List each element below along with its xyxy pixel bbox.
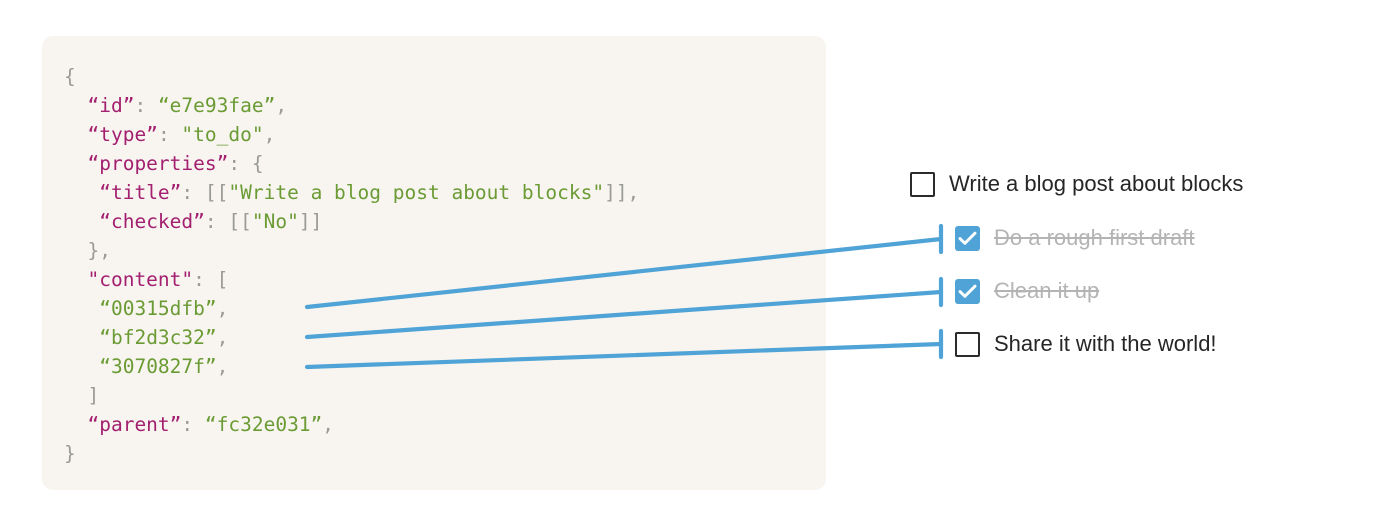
code-token	[64, 297, 99, 320]
checklist-item[interactable]: Write a blog post about blocks	[910, 168, 1243, 200]
code-token: :	[157, 123, 182, 146]
code-token: “00315dfb”	[99, 297, 217, 320]
code-token: ]],	[604, 181, 640, 204]
code-token: : [[	[181, 181, 229, 204]
code-token: {	[64, 65, 76, 88]
code-token: :	[181, 413, 205, 436]
code-token: ]	[64, 384, 100, 407]
code-line: “properties”: {	[64, 149, 639, 178]
code-token	[64, 123, 87, 146]
code-token	[64, 210, 99, 233]
code-token: ,	[216, 326, 229, 349]
code-token	[64, 326, 99, 349]
checklist-item[interactable]: Do a rough first draft	[955, 222, 1195, 254]
code-token: },	[64, 239, 111, 262]
code-token: ,	[216, 297, 229, 320]
checkbox-checked-icon[interactable]	[955, 278, 980, 304]
code-token: ,	[322, 413, 335, 436]
code-token: ]]	[298, 210, 323, 233]
code-token	[64, 94, 87, 117]
code-token: “title”	[99, 181, 182, 204]
code-token: “id”	[87, 94, 135, 117]
code-line: "content": [	[64, 265, 639, 294]
code-token: : [[	[204, 210, 252, 233]
code-token: : {	[228, 152, 264, 175]
code-token: ,	[216, 355, 229, 378]
code-token	[64, 268, 87, 291]
code-token: “3070827f”	[99, 355, 217, 378]
code-line: “3070827f”,	[64, 352, 639, 381]
code-token: “fc32e031”	[204, 413, 323, 436]
code-line: {	[64, 62, 639, 91]
code-line: “00315dfb”,	[64, 294, 639, 323]
code-token: ,	[263, 123, 276, 146]
checklist-item-label: Write a blog post about blocks	[949, 171, 1244, 196]
code-line: “type”: "to_do",	[64, 120, 639, 149]
code-line: }	[64, 439, 639, 468]
checklist-item-label: Clean it up	[994, 278, 1100, 303]
checkbox-checked-icon[interactable]	[955, 225, 980, 251]
code-token	[64, 181, 99, 204]
code-token: "No"	[251, 210, 299, 233]
code-token: "content"	[87, 268, 194, 291]
code-token	[64, 355, 99, 378]
checklist-item-label: Share it with the world!	[994, 331, 1217, 356]
code-token: :	[134, 94, 158, 117]
code-token: "Write a blog post about blocks"	[228, 181, 605, 204]
code-line: “id”: “e7e93fae”,	[64, 91, 639, 120]
checkbox-unchecked-icon[interactable]	[910, 171, 935, 197]
code-token: “parent”	[87, 413, 182, 436]
checklist-item-label: Do a rough first draft	[994, 225, 1195, 250]
checklist-item[interactable]: Share it with the world!	[955, 328, 1217, 360]
json-code-panel: { “id”: “e7e93fae”, “type”: "to_do", “pr…	[42, 36, 826, 490]
code-line: ]	[64, 381, 639, 410]
code-token: "to_do"	[181, 123, 264, 146]
code-token: }	[64, 442, 76, 465]
code-token: “properties”	[87, 152, 229, 175]
code-token: “type”	[87, 123, 158, 146]
code-token: ,	[275, 94, 288, 117]
code-line: },	[64, 236, 639, 265]
code-token	[64, 152, 87, 175]
code-token	[64, 413, 87, 436]
checkbox-unchecked-icon[interactable]	[955, 331, 980, 357]
code-line: “bf2d3c32”,	[64, 323, 639, 352]
json-code-block: { “id”: “e7e93fae”, “type”: "to_do", “pr…	[64, 62, 639, 468]
code-token: “e7e93fae”	[157, 94, 276, 117]
code-token: “bf2d3c32”	[99, 326, 217, 349]
code-token: : [	[193, 268, 229, 291]
code-line: “title”: [["Write a blog post about bloc…	[64, 178, 639, 207]
code-line: “checked”: [["No"]]	[64, 207, 639, 236]
code-token: “checked”	[99, 210, 205, 233]
code-line: “parent”: “fc32e031”,	[64, 410, 639, 439]
checklist-item[interactable]: Clean it up	[955, 275, 1099, 307]
